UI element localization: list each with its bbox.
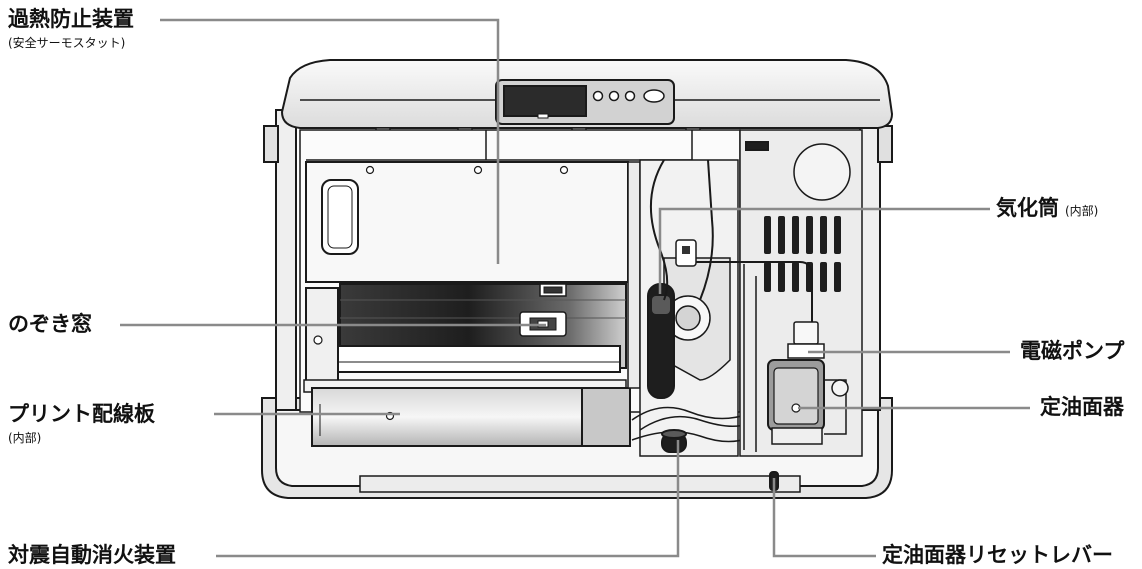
label-overheat-protector: 過熱防止装置 bbox=[8, 7, 134, 31]
label-viewing-window: のぞき窓 bbox=[8, 312, 92, 336]
label-solenoid-pump: 電磁ポンプ bbox=[1020, 339, 1125, 363]
label-pcb-sub: (内部) bbox=[8, 431, 42, 445]
leader-quake-extinguisher bbox=[216, 440, 680, 558]
leader-vaporizer bbox=[658, 207, 990, 294]
leader-reset-lever bbox=[772, 478, 876, 558]
leader-overheat bbox=[160, 18, 500, 264]
center-compartment bbox=[631, 159, 749, 457]
label-oil-level-device: 定油面器 bbox=[1040, 395, 1124, 419]
label-vaporizer-text: 気化筒 bbox=[996, 196, 1059, 220]
label-vaporizer: 気化筒 (内部) bbox=[996, 198, 1098, 219]
label-pcb: プリント配線板 bbox=[8, 402, 155, 426]
label-vaporizer-sub: (内部) bbox=[1065, 204, 1099, 218]
right-compartment bbox=[696, 129, 863, 491]
label-overheat-protector-sub: (安全サーモスタット) bbox=[8, 36, 126, 50]
label-quake-extinguisher: 対震自動消火装置 bbox=[8, 543, 176, 567]
label-reset-lever: 定油面器リセットレバー bbox=[882, 543, 1113, 567]
leader-lines bbox=[120, 18, 1030, 558]
